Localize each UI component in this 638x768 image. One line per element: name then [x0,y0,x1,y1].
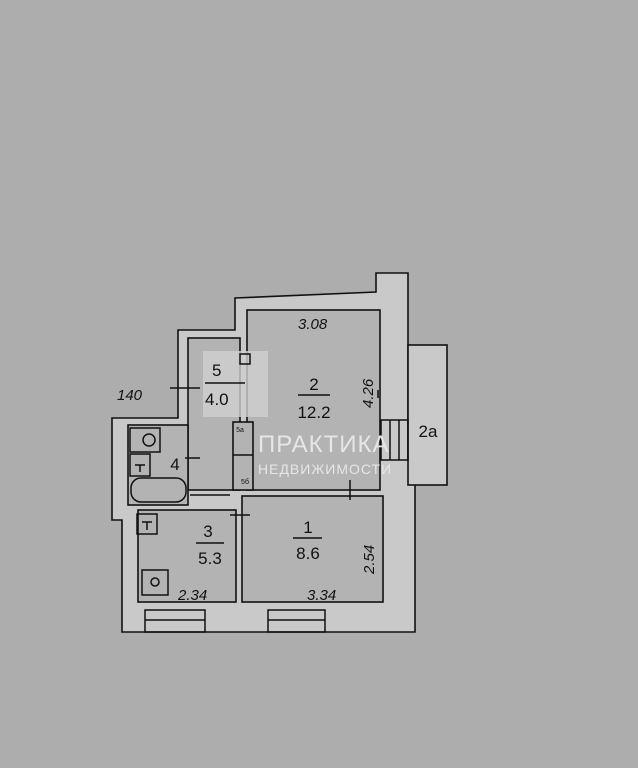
balcony-2a [407,344,448,486]
watermark-logo [203,351,268,417]
room5-area: 4.0 [205,390,229,409]
vent-icon [239,353,251,365]
room3-area: 5.3 [198,549,222,568]
closet-5a-label: 5а [236,427,244,434]
room-1 [241,495,384,603]
window [267,609,326,633]
window [144,609,206,633]
closet-5b-label: 5б [241,478,249,486]
sink-icon [129,453,151,477]
room1-number: 1 [303,518,312,537]
room1-area: 8.6 [296,544,320,563]
room2-width: 3.08 [298,316,328,333]
door-marks [170,387,379,516]
room1-length: 2.54 [361,545,378,575]
bathtub-icon [130,477,187,503]
exterior-dimension: 140 [117,387,143,404]
stove-icon [141,569,169,596]
room1-width: 3.34 [307,587,336,604]
room4-number: 4 [170,455,179,474]
watermark-line1: ПРАКТИКА [258,431,390,458]
closet-5a-5b [232,421,254,491]
balcony-door [380,419,409,461]
room2a-number: 2a [419,422,438,441]
room-2 [246,309,381,491]
toilet-icon [129,427,161,453]
room2-area: 12.2 [297,403,330,422]
room3-width: 2.34 [177,587,207,604]
kitchen-sink-icon [136,513,158,535]
room2-number: 2 [309,375,318,394]
room2-length: 4.26 [360,378,377,408]
room3-number: 3 [203,522,212,541]
room5-number: 5 [212,361,221,380]
watermark-line2: НЕДВИЖИМОСТИ [258,461,392,477]
